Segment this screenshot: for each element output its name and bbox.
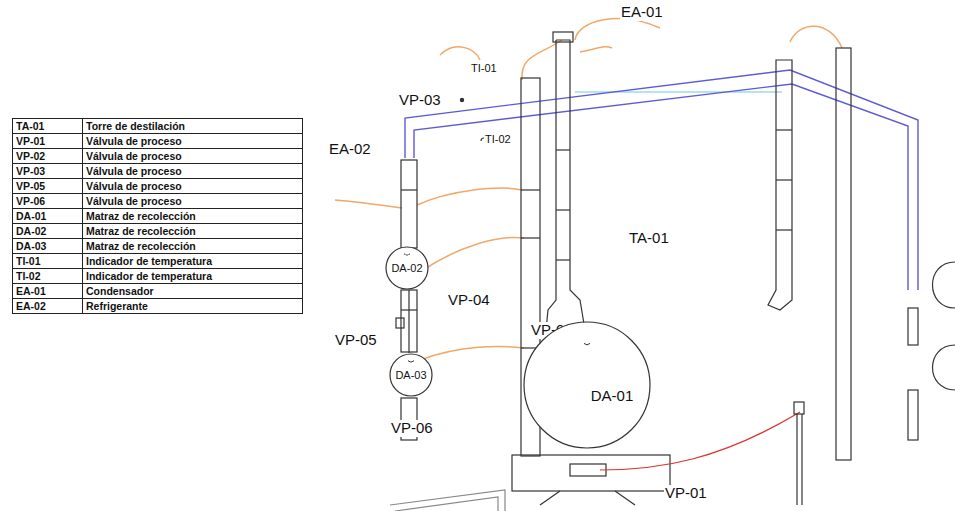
part-label: VP-06 (390, 420, 434, 437)
table-cell: Matraz de recolección (82, 223, 303, 239)
table-cell: Refrigerante (82, 298, 303, 314)
table-cell: Indicador de temperatura (82, 268, 303, 284)
table-cell: DA-02 (12, 223, 83, 239)
table-cell: VP-06 (12, 193, 83, 209)
table-cell: VP-05 (12, 178, 83, 194)
flask-outline (523, 321, 651, 449)
table-cell: Matraz de recolección (82, 208, 303, 224)
part-label: VP-03 (398, 92, 442, 109)
table-cell: Condensador (82, 283, 303, 299)
table-cell: VP-01 (12, 133, 83, 149)
table-cell: TI-01 (12, 253, 83, 269)
part-label: VP-01 (664, 485, 708, 502)
flask: DA-01 (523, 321, 651, 449)
part-label: VP-05 (334, 332, 378, 349)
flask-label: DA-01 (591, 387, 634, 404)
table-cell: Torre de destilación (82, 118, 303, 134)
table-cell: TA-01 (12, 118, 83, 134)
part-label: VP-04 (447, 292, 491, 309)
table-cell: VP-02 (12, 148, 83, 164)
table-cell: Matraz de recolección (82, 238, 303, 254)
table-cell: Válvula de proceso (82, 163, 303, 179)
flask: DA-02 (385, 246, 429, 290)
table-cell: VP-03 (12, 163, 83, 179)
flask: DA-03 (389, 353, 433, 397)
table-cell: Válvula de proceso (82, 178, 303, 194)
table-cell: Válvula de proceso (82, 148, 303, 164)
flask-label: DA-03 (395, 369, 426, 381)
table-cell: Indicador de temperatura (82, 253, 303, 269)
table-cell: TI-02 (12, 268, 83, 284)
table-cell: EA-02 (12, 298, 83, 314)
part-label: TA-01 (628, 230, 670, 247)
tube-connector (408, 290, 409, 353)
part-label: EA-02 (328, 141, 372, 158)
part-label: EA-01 (620, 4, 664, 21)
part-label: TI-01 (470, 62, 498, 74)
table-cell: EA-01 (12, 283, 83, 299)
flask-label: DA-02 (391, 262, 422, 274)
table-cell: Válvula de proceso (82, 193, 303, 209)
table-cell: DA-01 (12, 208, 83, 224)
part-label: TI-02 (484, 133, 512, 145)
table-cell: Válvula de proceso (82, 133, 303, 149)
table-cell: DA-03 (12, 238, 83, 254)
